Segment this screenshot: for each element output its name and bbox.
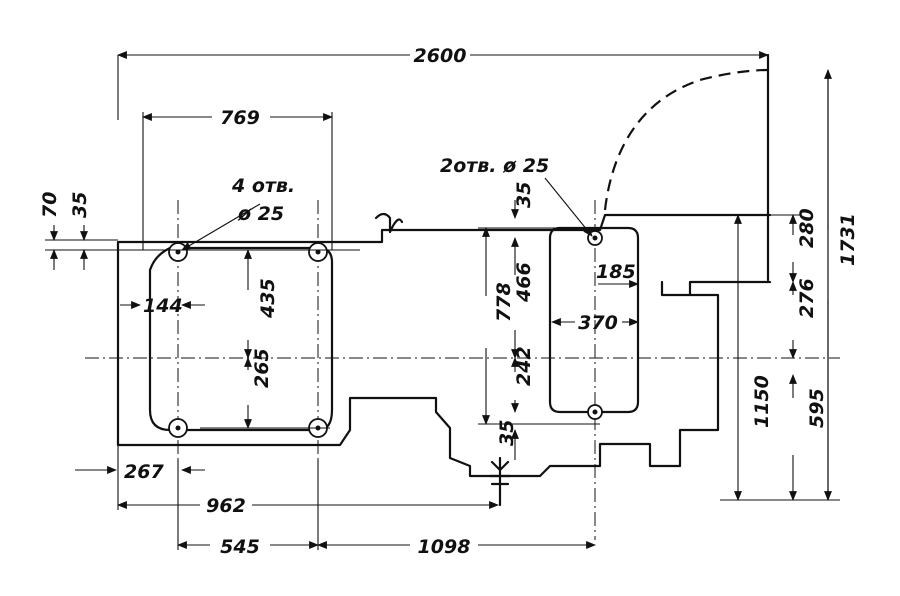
dim-70: 70 (39, 192, 61, 218)
dim-1098: 1098 (418, 536, 471, 558)
dim-35-right-top: 35 (513, 182, 535, 208)
dim-769: 769 (220, 107, 260, 129)
dim-35-left: 35 (69, 192, 91, 218)
dim-1150: 1150 (751, 375, 773, 428)
left-holes-diameter: ø 25 (237, 203, 284, 225)
left-pocket (148, 246, 334, 432)
dim-280: 280 (796, 208, 818, 248)
dim-267: 267 (124, 461, 164, 483)
dim-265: 265 (251, 348, 273, 388)
dim-144: 144 (143, 295, 183, 317)
right-holes-note: 2отв. ø 25 (440, 155, 549, 177)
dim-35-right-bottom: 35 (496, 420, 518, 446)
bolt-symbol (488, 456, 512, 507)
dim-276: 276 (796, 278, 818, 318)
dim-778: 778 (493, 282, 515, 322)
right-pocket (548, 226, 640, 414)
door-swing-arc (603, 68, 769, 211)
dim-435: 435 (257, 278, 279, 319)
dimension-lines (45, 51, 840, 550)
dim-595: 595 (806, 388, 828, 428)
left-holes-note: 4 отв. (231, 175, 295, 197)
dim-962: 962 (206, 495, 246, 517)
dim-242: 242 (513, 346, 535, 386)
hook-symbol (374, 212, 404, 234)
base-slot-right (660, 280, 692, 297)
dim-2600: 2600 (414, 45, 467, 67)
dim-545: 545 (220, 536, 260, 558)
dim-1731: 1731 (837, 213, 859, 266)
hole-markers (168, 230, 603, 438)
base-outline-left (116, 213, 772, 478)
dim-466: 466 (513, 262, 535, 303)
dim-185: 185 (596, 261, 636, 283)
dim-370: 370 (578, 312, 618, 334)
